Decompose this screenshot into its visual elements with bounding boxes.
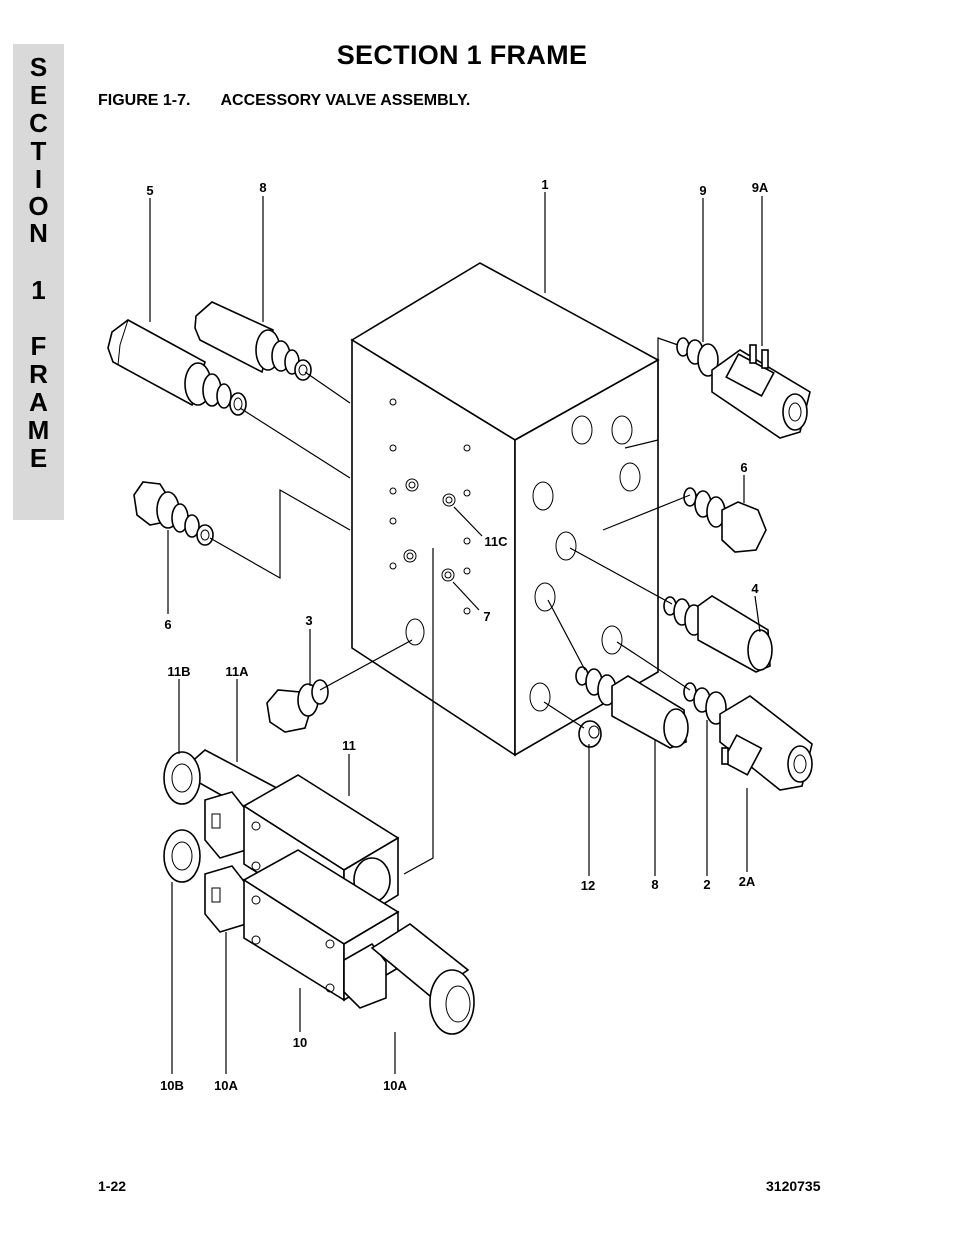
section-side-tab: S E C T I O N 1 F R A M E (13, 44, 64, 520)
document-number: 3120735 (766, 1178, 821, 1194)
callout-11a: 11A (225, 664, 249, 679)
directional-valve-10 (163, 829, 475, 1035)
side-tab-letter: A (29, 387, 48, 417)
callout-5: 5 (146, 183, 153, 198)
plug-3 (266, 679, 329, 733)
side-tab-letter: E (29, 443, 48, 473)
side-tab-letter: M (27, 415, 50, 445)
callout-10a-left: 10A (214, 1078, 238, 1093)
callout-2a: 2A (739, 874, 756, 889)
cartridge-valve-5 (107, 319, 247, 416)
figure-caption: ACCESSORY VALVE ASSEMBLY. (220, 92, 471, 109)
side-tab-letter: 1 (31, 275, 46, 305)
callout-8-bottom: 8 (651, 877, 658, 892)
callout-7: 7 (483, 609, 490, 624)
callout-11b: 11B (167, 664, 190, 679)
callout-10b: 10B (160, 1078, 184, 1093)
side-tab-letter: E (29, 80, 48, 110)
figure-title: FIGURE 1-7. ACCESSORY VALVE ASSEMBLY. (98, 92, 470, 110)
side-tab-letter: O (28, 191, 49, 221)
side-tab-letter: C (29, 108, 48, 138)
callout-9: 9 (699, 183, 706, 198)
callout-10: 10 (293, 1035, 307, 1050)
cartridge-valve-8-top (194, 301, 312, 381)
callout-4: 4 (751, 581, 759, 596)
page-title: SECTION 1 FRAME (336, 40, 588, 70)
callout-11c: 11C (484, 534, 508, 549)
callout-6-left: 6 (164, 617, 171, 632)
plug-6-right (683, 487, 767, 553)
side-tab-letter: T (30, 136, 47, 166)
callout-labels: 5 8 1 9 9A 6 4 6 3 11C 7 11B 11A 11 12 8… (146, 177, 769, 1093)
cartridge-valve-4 (663, 595, 773, 673)
callout-2: 2 (703, 877, 710, 892)
cartridge-valve-8-bottom (575, 666, 689, 749)
side-tab-letter: S (29, 52, 48, 82)
valve-2-with-coil (683, 682, 813, 791)
callout-1: 1 (541, 177, 548, 192)
callout-6-right: 6 (740, 460, 747, 475)
side-tab-letter: F (30, 331, 47, 361)
plug-6-left (133, 481, 214, 546)
figure-number: FIGURE 1-7. (98, 92, 191, 109)
fitting-12 (578, 720, 602, 748)
valve-9-with-coil (676, 337, 811, 439)
callout-12: 12 (581, 878, 595, 893)
callout-8-top: 8 (259, 180, 266, 195)
side-tab-letter: I (34, 164, 43, 194)
side-tab-letter: N (29, 218, 48, 248)
leader-lines (149, 192, 763, 1074)
side-tab-letter: R (29, 359, 48, 389)
callout-9a: 9A (752, 180, 769, 195)
page-number: 1-22 (98, 1178, 127, 1194)
callout-11: 11 (342, 738, 356, 753)
callout-3: 3 (305, 613, 312, 628)
callout-10a-right: 10A (383, 1078, 407, 1093)
